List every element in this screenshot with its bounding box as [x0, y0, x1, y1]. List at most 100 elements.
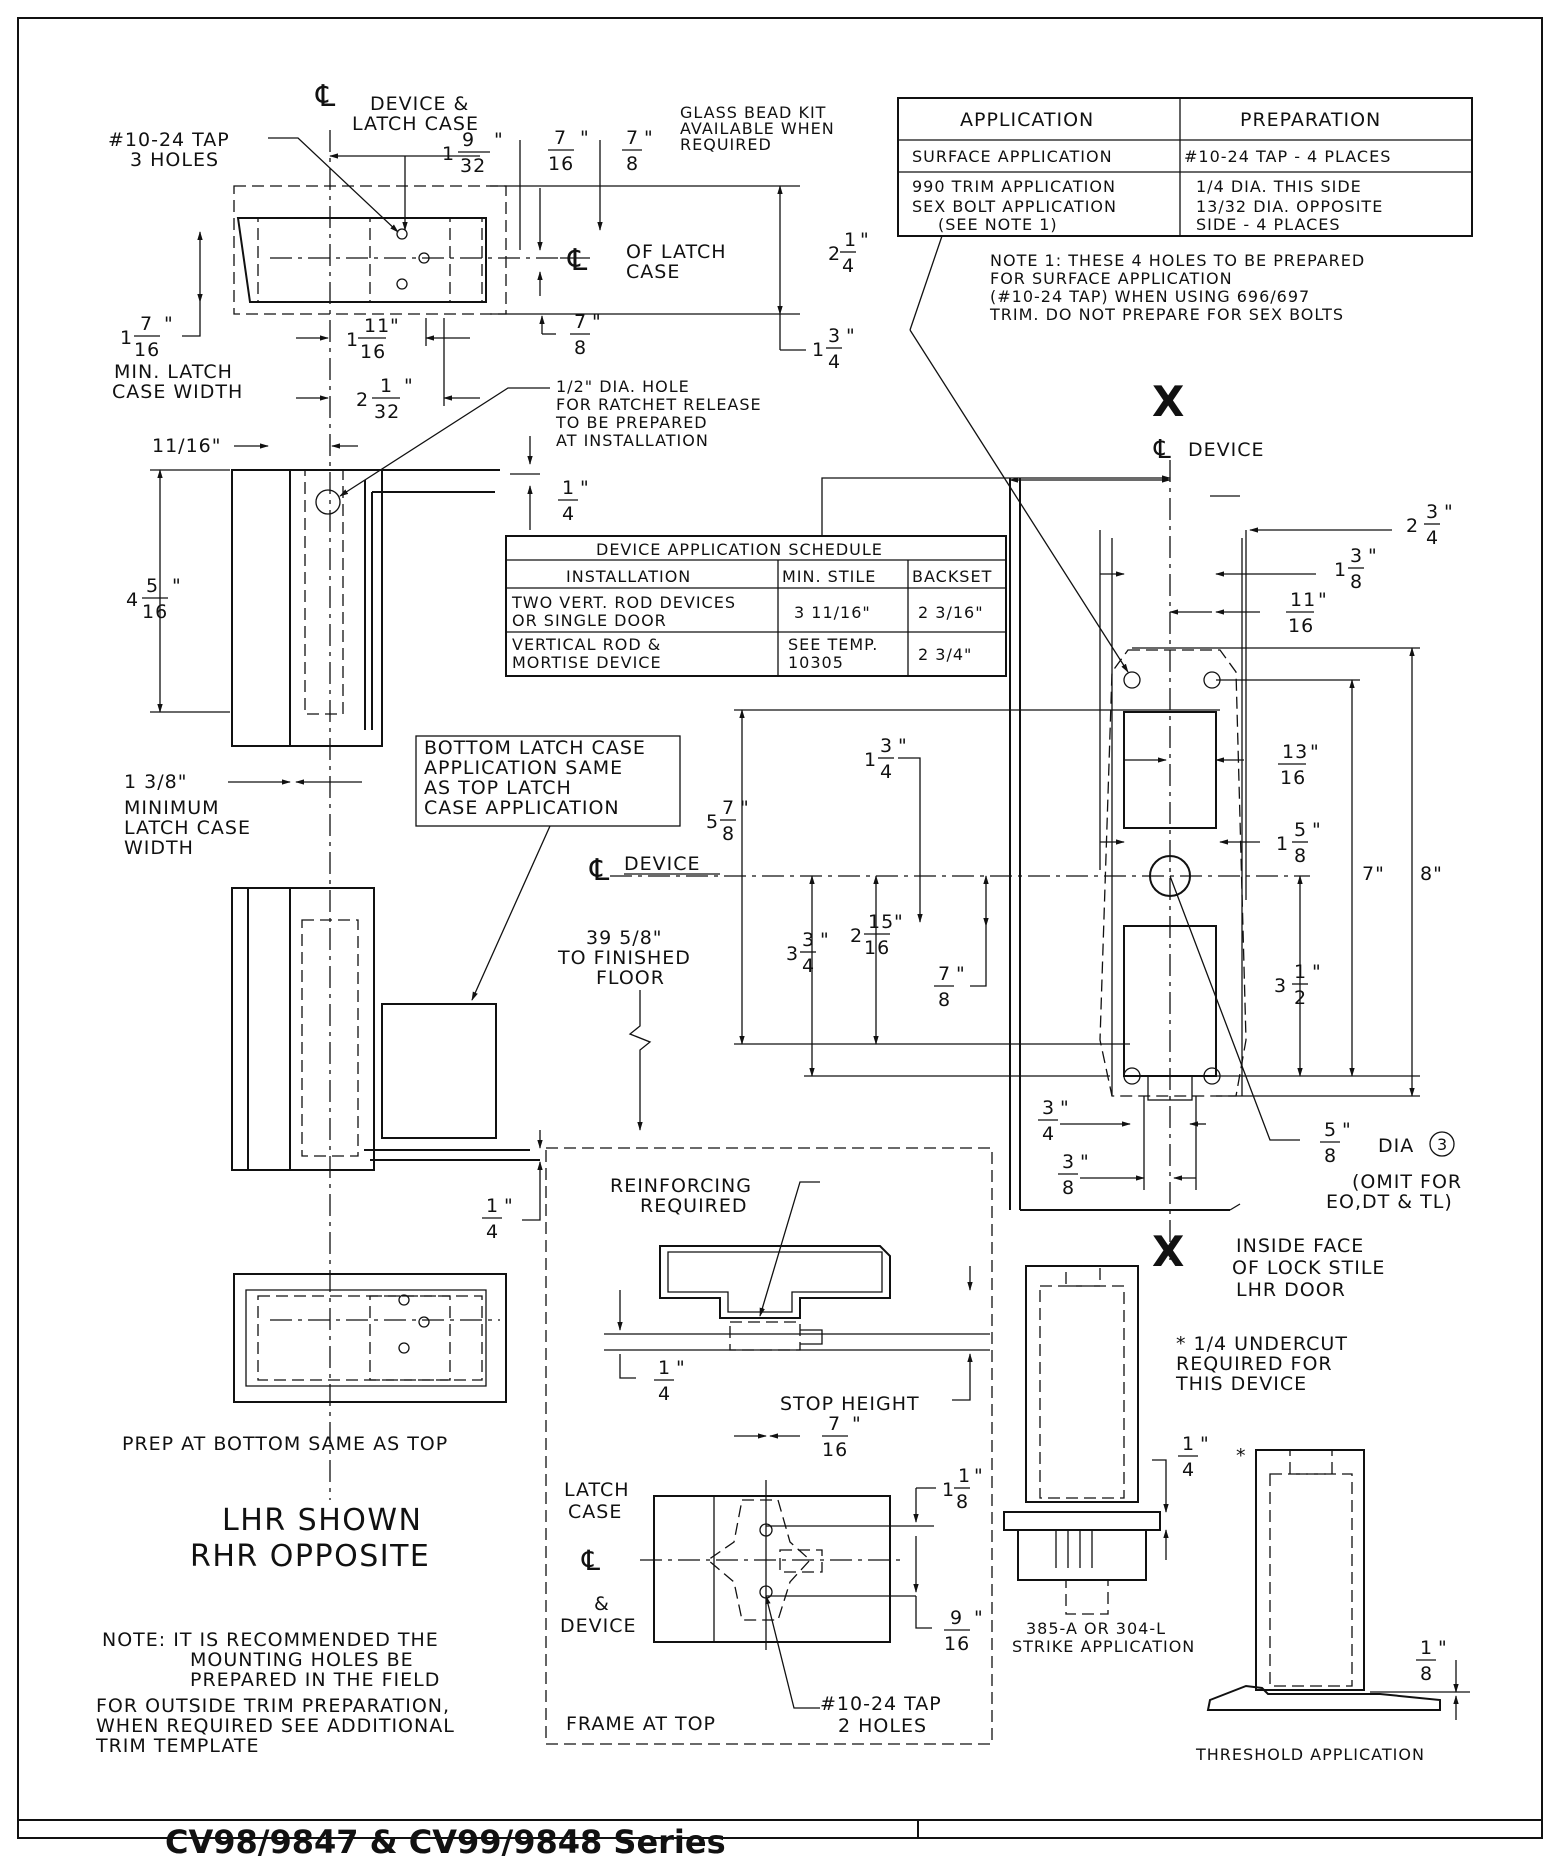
strike-label-2: STRIKE APPLICATION [1012, 1637, 1195, 1656]
dim-9-16: 9 16 " [944, 1607, 984, 1655]
app-table-cell: (SEE NOTE 1) [938, 215, 1058, 234]
stile-profile-bottom [231, 887, 540, 1171]
dim-7-16-top: 7 16 " [548, 127, 589, 175]
svg-text:1: 1 [1334, 559, 1347, 581]
glass-bead-label: GLASS BEAD KIT [680, 103, 826, 122]
schedule-cell: TWO VERT. ROD DEVICES [511, 593, 736, 612]
svg-text:32: 32 [374, 401, 400, 423]
min-latch-width-label: MIN. LATCH [114, 361, 233, 383]
x-mark-top: X [1152, 377, 1184, 426]
app-table-cell: SURFACE APPLICATION [912, 147, 1113, 166]
rhr-opposite-label: RHR OPPOSITE [190, 1539, 430, 1574]
reinforcing-label: REINFORCING [610, 1175, 752, 1197]
cl-symbol-3: ℄ [589, 853, 609, 888]
trim-cutout [1099, 649, 1247, 1101]
svg-text:": " [1200, 1433, 1210, 1455]
app-table-cell: SEX BOLT APPLICATION [912, 197, 1117, 216]
dim-1-3-8: 1 3 8 " [1334, 545, 1377, 593]
svg-text:": " [860, 229, 870, 251]
bottom-latch-note: BOTTOM LATCH CASE [424, 737, 646, 759]
svg-text:": " [592, 311, 602, 333]
svg-text:16: 16 [1288, 615, 1314, 637]
schedule-cell: SEE TEMP. [788, 635, 878, 654]
application-table: APPLICATION PREPARATION SURFACE APPLICAT… [897, 97, 1473, 237]
svg-text:4: 4 [1042, 1123, 1055, 1145]
dim-4-5-16: 4 5 16 " [126, 575, 181, 623]
svg-text:": " [1438, 1637, 1448, 1659]
svg-text:": " [974, 1607, 984, 1629]
svg-text:1: 1 [958, 1465, 971, 1487]
note-label-2: MOUNTING HOLES BE [190, 1649, 414, 1671]
dim-1-7-16: 1 7 16 " [120, 313, 173, 361]
inside-face-label: INSIDE FACE [1236, 1235, 1364, 1257]
svg-text:3: 3 [786, 943, 799, 965]
cl-symbol-4: ℄ [581, 1544, 600, 1577]
svg-text:11: 11 [364, 315, 390, 337]
svg-text:7: 7 [828, 1413, 841, 1435]
svg-text:5: 5 [706, 811, 719, 833]
app-table-header: PREPARATION [1240, 109, 1381, 131]
svg-text:3: 3 [1274, 975, 1287, 997]
cl-symbol-1: ℄ [315, 79, 335, 114]
dim-1-4-ratchet: 1 4 " [558, 477, 589, 525]
dim-11-16: 11 16 " [1286, 589, 1328, 637]
top-latch-case [233, 185, 507, 315]
inside-face-label-2: OF LOCK STILE [1232, 1257, 1385, 1279]
ratchet-label-3: TO BE PREPARED [555, 413, 708, 432]
svg-text:8: 8 [1420, 1663, 1433, 1685]
svg-text:16: 16 [360, 341, 386, 363]
schedule-cell: VERTICAL ROD & [512, 635, 661, 654]
dim-7-8-center: 7 8 " [934, 963, 966, 1011]
dia-label: DIA [1378, 1135, 1414, 1157]
svg-text:7: 7 [938, 963, 951, 985]
svg-text:1: 1 [844, 229, 857, 251]
svg-text:2: 2 [850, 925, 863, 947]
svg-text:5: 5 [1294, 819, 1307, 841]
svg-text:2: 2 [828, 243, 841, 265]
dim-1-1-8: 1 1 8 " [942, 1465, 984, 1513]
svg-text:1: 1 [864, 749, 877, 771]
schedule-cell: 2 3/16" [918, 603, 984, 622]
min-1-3-8-label-3: LATCH CASE [124, 817, 251, 839]
svg-text:7: 7 [574, 311, 587, 333]
schedule-title: DEVICE APPLICATION SCHEDULE [596, 540, 883, 559]
cl-symbol-5: ℄ [1153, 435, 1171, 465]
latch-case-frame-plan [653, 1495, 891, 1643]
bottom-latch-note-box [415, 735, 681, 827]
svg-text:4: 4 [126, 589, 139, 611]
prep-bottom-label: PREP AT BOTTOM SAME AS TOP [122, 1433, 448, 1455]
stile-profile-top [231, 469, 500, 747]
schedule-cell: 2 3/4" [918, 645, 972, 664]
svg-text:": " [974, 1465, 984, 1487]
svg-text:": " [740, 797, 750, 819]
app-table-cell: 1/4 DIA. THIS SIDE [1196, 177, 1362, 196]
svg-text:4: 4 [880, 761, 893, 783]
latch-case-label: LATCH [564, 1479, 630, 1501]
ratchet-label: 1/2" DIA. HOLE [556, 377, 690, 396]
app-table-cell: SIDE - 4 PLACES [1196, 215, 1341, 234]
svg-text:2: 2 [1294, 987, 1307, 1009]
dim-1-3-4-center: 1 3 4 " [864, 735, 908, 783]
dim-2-1-4: 2 1 4 " [828, 229, 870, 277]
svg-text:16: 16 [134, 339, 160, 361]
svg-text:": " [820, 929, 830, 951]
svg-text:": " [956, 963, 966, 985]
svg-text:1: 1 [346, 329, 359, 351]
svg-text:1: 1 [486, 1195, 499, 1217]
svg-text:": " [644, 127, 654, 149]
dim-2-3-4: 2 3 4 " [1406, 501, 1453, 549]
strike-label: 385-A OR 304-L [1026, 1619, 1166, 1638]
svg-text:8: 8 [938, 989, 951, 1011]
svg-text:": " [1310, 741, 1320, 763]
svg-text:3: 3 [802, 929, 815, 951]
schedule-cell: OR SINGLE DOOR [512, 611, 667, 630]
svg-text:": " [898, 735, 908, 757]
dim-1-8-threshold: 1 8 " [1416, 1637, 1448, 1685]
svg-text:16: 16 [548, 153, 574, 175]
svg-text:": " [504, 1195, 514, 1217]
cl-symbol-2: ℄ [567, 243, 587, 278]
svg-text:4: 4 [658, 1383, 671, 1405]
bottom-latch-note-2: APPLICATION SAME [424, 757, 623, 779]
svg-text:7: 7 [140, 313, 153, 335]
svg-text:": " [1318, 589, 1328, 611]
